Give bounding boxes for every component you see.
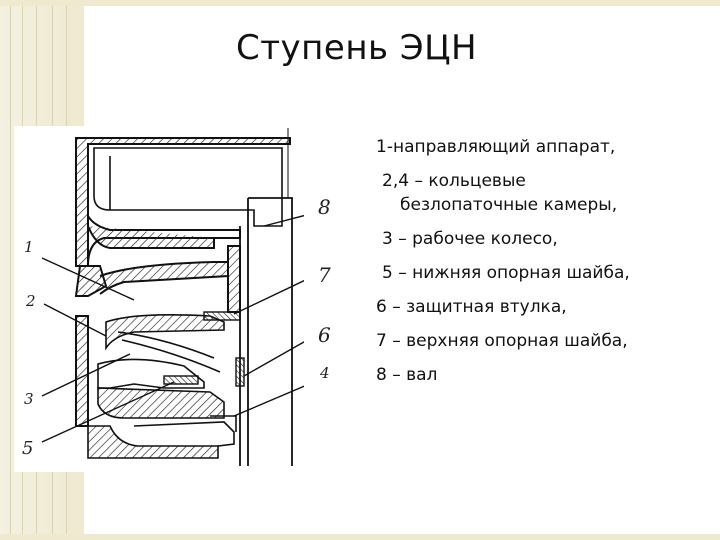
legend-item-5: 5 – нижняя опорная шайба, — [382, 263, 630, 283]
label-7: 7 — [318, 263, 331, 287]
label-1: 1 — [24, 238, 34, 256]
legend: 1-направляющий аппарат, 2,4 – кольцевые … — [376, 130, 696, 392]
label-3: 3 — [24, 390, 34, 408]
slide-frame-top — [0, 0, 720, 6]
label-8: 8 — [318, 195, 331, 219]
label-5: 5 — [22, 438, 33, 459]
guide-apparatus — [74, 137, 291, 427]
pump-stage-diagram: 1 2 3 5 — [14, 126, 319, 472]
legend-item-2-4-cont: безлопаточные камеры, — [400, 195, 618, 215]
label-2: 2 — [25, 292, 36, 310]
legend-item-3: 3 – рабочее колесо, — [382, 229, 558, 249]
slide-frame-bottom — [0, 534, 720, 540]
legend-item-7: 7 – верхняя опорная шайба, — [376, 331, 628, 351]
legend-item-8: 8 – вал — [376, 365, 438, 385]
legend-item-2-4: 2,4 – кольцевые — [382, 171, 526, 191]
diagram-labels-right: 8 7 6 4 — [318, 195, 331, 382]
upper-chamber — [93, 147, 283, 227]
slide-title: Ступень ЭЦН — [236, 28, 478, 68]
diagram-labels: 1 2 3 5 — [22, 238, 36, 459]
shaft — [239, 128, 293, 466]
legend-item-6: 6 – защитная втулка, — [376, 297, 567, 317]
lower-washer — [163, 375, 199, 385]
lower-vane — [87, 415, 237, 459]
label-6: 6 — [318, 323, 331, 347]
legend-item-1: 1-направляющий аппарат, — [376, 137, 616, 157]
pump-stage-drawing — [41, 128, 319, 466]
label-4: 4 — [319, 364, 330, 382]
